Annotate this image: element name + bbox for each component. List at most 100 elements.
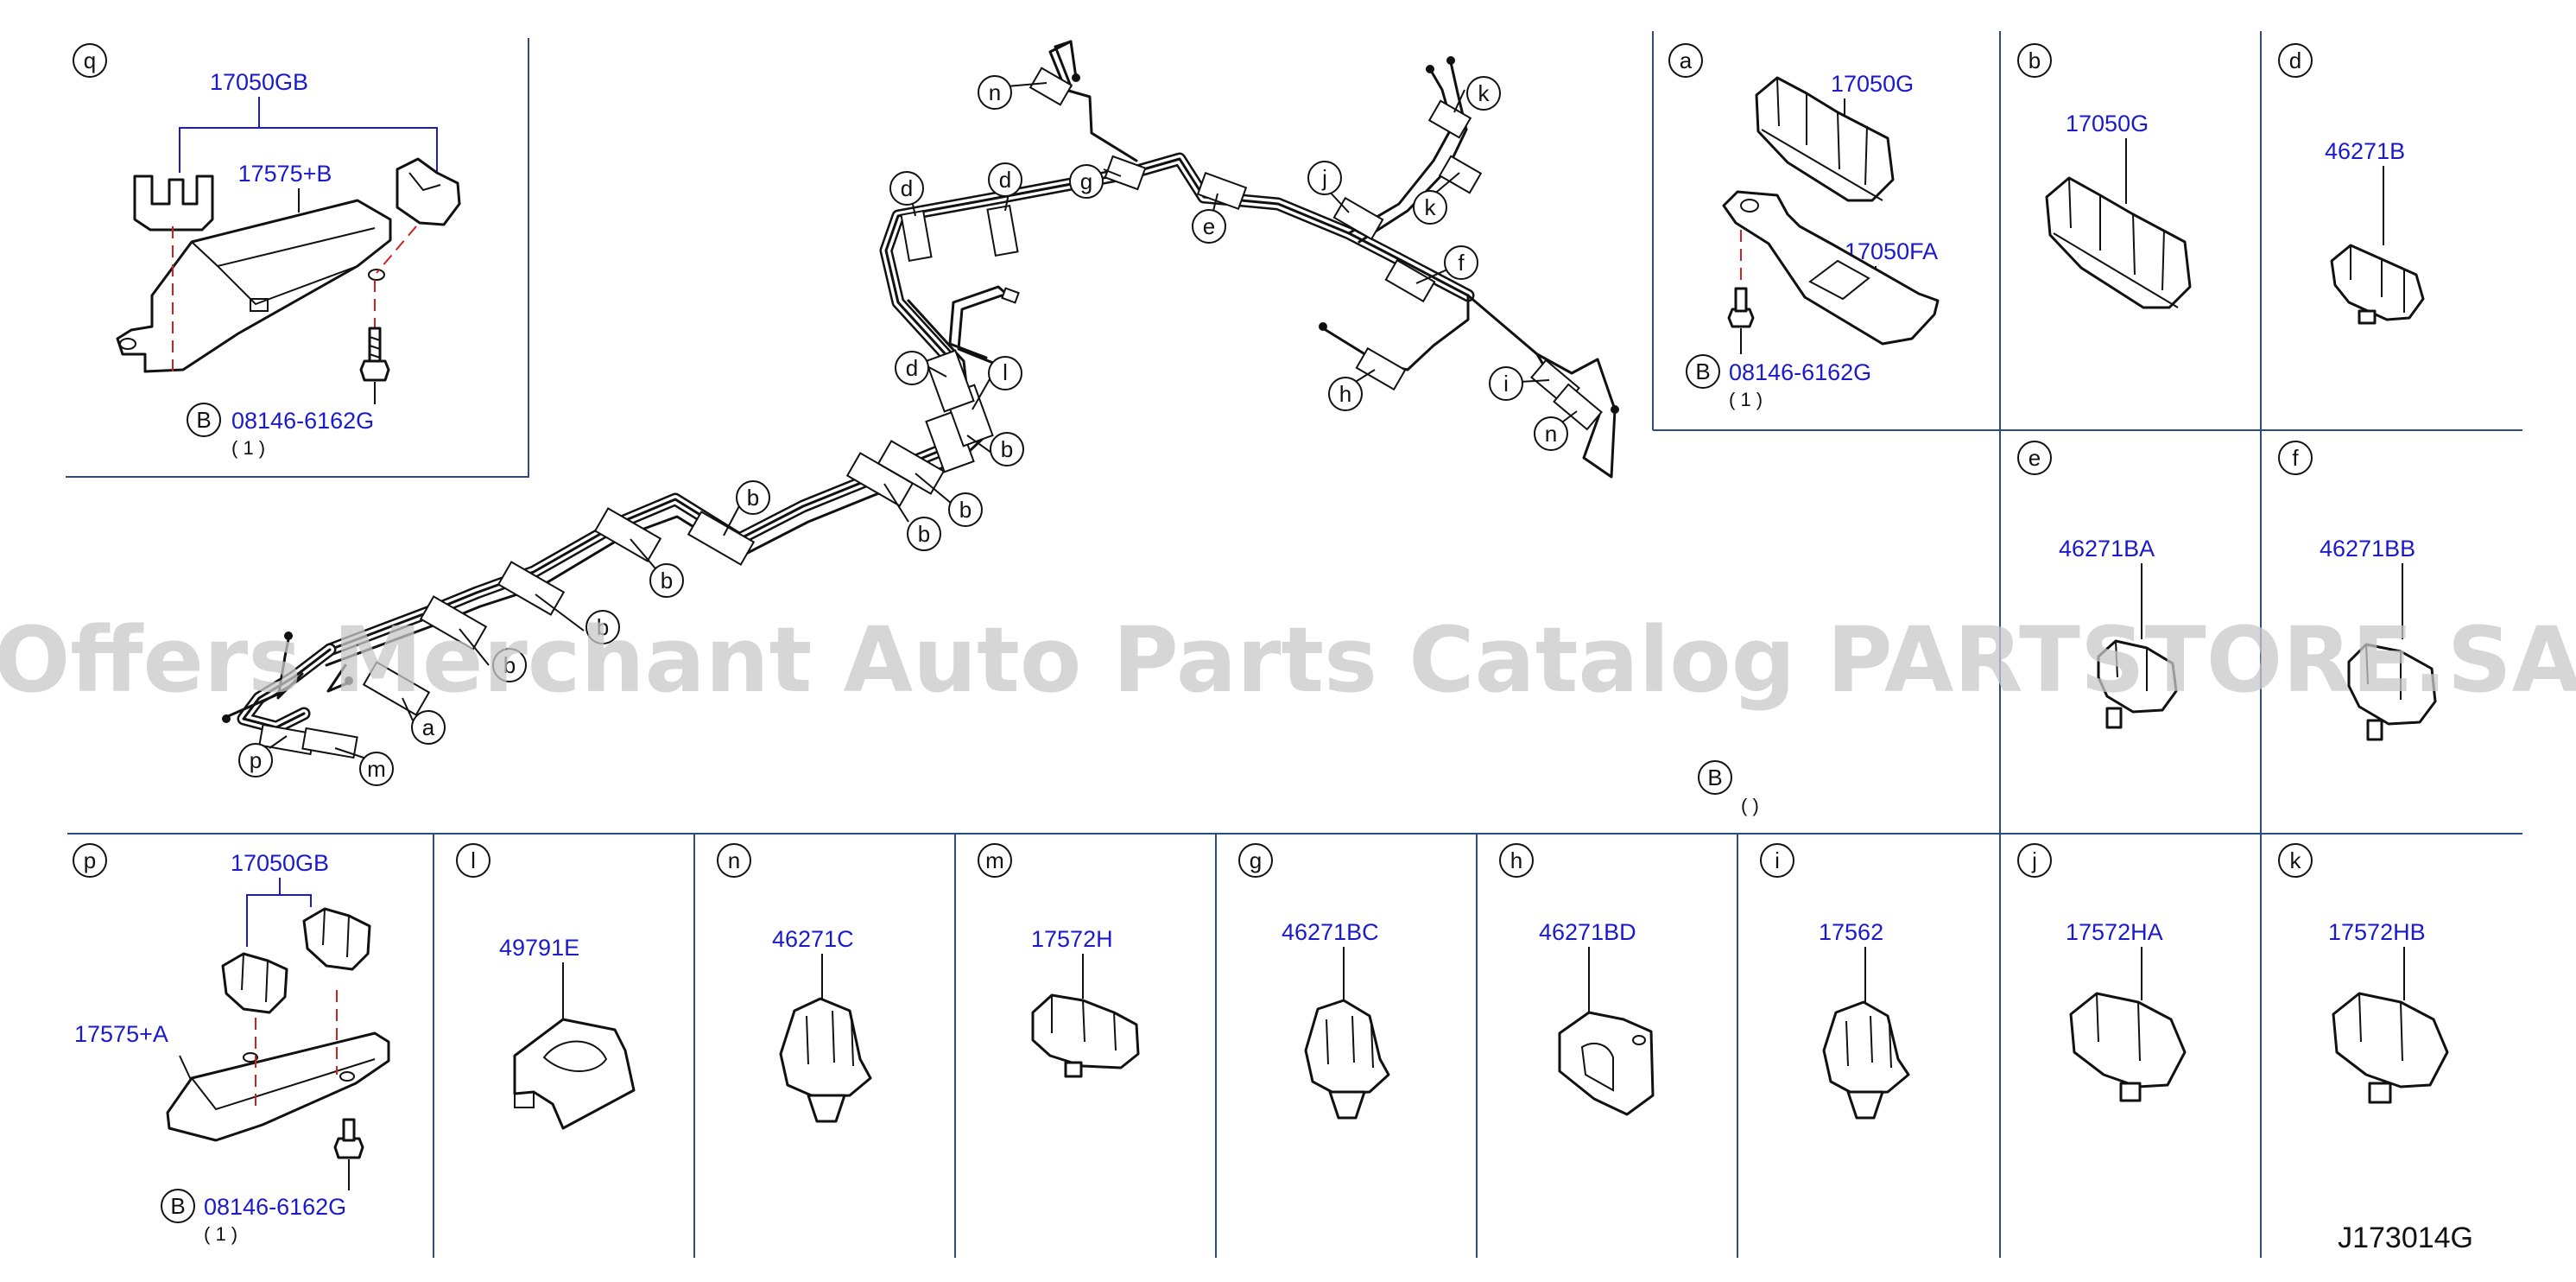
callout-n-right[interactable]: n bbox=[1534, 416, 1568, 451]
svg-text:b: b bbox=[661, 568, 673, 593]
bolt-part-number-p[interactable]: 08146-6162G bbox=[204, 1194, 346, 1220]
svg-text:k: k bbox=[2290, 847, 2302, 873]
part-number-17050G-a[interactable]: 17050G bbox=[1831, 71, 1914, 97]
svg-text:l: l bbox=[1003, 359, 1008, 385]
svg-text:a: a bbox=[1680, 48, 1693, 73]
callout-d-3[interactable]: d bbox=[895, 351, 929, 385]
svg-text:k: k bbox=[1478, 80, 1491, 106]
callout-b-7[interactable]: b bbox=[492, 648, 527, 682]
part-number-49791E[interactable]: 49791E bbox=[499, 935, 579, 961]
panel-j: j 17572HA bbox=[2017, 843, 2187, 1102]
svg-text:B: B bbox=[196, 407, 211, 433]
panel-p: p 17050GB 17575+A B 08146-6162G ( 1 ) bbox=[73, 843, 390, 1245]
svg-text:d: d bbox=[901, 175, 913, 201]
svg-text:b: b bbox=[503, 652, 516, 678]
part-number-46271BD[interactable]: 46271BD bbox=[1539, 919, 1636, 945]
svg-text:h: h bbox=[1339, 381, 1351, 407]
panel-a: a 17050G 17050FA B 08146-6162G ( 1 ) bbox=[1668, 43, 1940, 410]
part-number-46271BB[interactable]: 46271BB bbox=[2320, 536, 2415, 562]
callout-leaders bbox=[269, 82, 1578, 763]
panel-e: e 46271BA bbox=[2017, 441, 2178, 729]
panel-h: h 46271BD bbox=[1499, 843, 1655, 1116]
callout-g-top[interactable]: g bbox=[1069, 164, 1104, 199]
svg-text:b: b bbox=[959, 497, 972, 523]
panel-g: g 46271BC bbox=[1238, 843, 1390, 1120]
callout-b-5[interactable]: b bbox=[649, 563, 684, 598]
svg-text:k: k bbox=[1425, 194, 1437, 220]
part-number-17575-plus-b[interactable]: 17575+B bbox=[238, 161, 332, 187]
panel-m: m 17572H bbox=[978, 843, 1140, 1078]
svg-text:B: B bbox=[170, 1193, 185, 1219]
callout-f[interactable]: f bbox=[1444, 245, 1478, 280]
svg-text:n: n bbox=[989, 79, 1001, 105]
svg-text:j: j bbox=[2031, 847, 2037, 873]
callout-b-2[interactable]: b bbox=[948, 492, 983, 527]
svg-text:l: l bbox=[471, 847, 476, 873]
callout-d-2[interactable]: d bbox=[988, 162, 1022, 197]
callout-a[interactable]: a bbox=[411, 710, 446, 745]
part-number-17572HA[interactable]: 17572HA bbox=[2066, 919, 2163, 945]
callout-i[interactable]: i bbox=[1489, 366, 1523, 401]
panel-f: f 46271BB bbox=[2278, 441, 2437, 741]
svg-text:d: d bbox=[906, 355, 918, 381]
callout-b-1[interactable]: b bbox=[990, 432, 1024, 466]
svg-text:( ): ( ) bbox=[1741, 795, 1759, 816]
svg-text:e: e bbox=[1203, 213, 1215, 239]
callout-m[interactable]: m bbox=[359, 752, 394, 786]
part-number-17050GB-p[interactable]: 17050GB bbox=[231, 850, 329, 876]
svg-text:m: m bbox=[367, 756, 386, 782]
svg-text:( 1 ): ( 1 ) bbox=[204, 1223, 237, 1245]
part-number-46271B[interactable]: 46271B bbox=[2325, 138, 2405, 164]
panel-n: n 46271C bbox=[717, 843, 872, 1123]
part-number-46271BA[interactable]: 46271BA bbox=[2059, 536, 2155, 562]
callout-j[interactable]: j bbox=[1307, 161, 1342, 195]
callout-d-1[interactable]: d bbox=[889, 171, 924, 206]
bolt-reference-main[interactable]: B ( ) bbox=[1698, 760, 1759, 816]
panel-q: q 17050GB 17575+B B 08146-6162G ( 1 ) bbox=[73, 43, 461, 459]
svg-text:B: B bbox=[1695, 359, 1710, 384]
svg-text:f: f bbox=[2292, 445, 2299, 471]
svg-text:d: d bbox=[999, 167, 1011, 193]
part-number-17572H[interactable]: 17572H bbox=[1031, 926, 1113, 952]
svg-text:b: b bbox=[747, 485, 759, 511]
callout-h[interactable]: h bbox=[1328, 377, 1363, 411]
svg-text:n: n bbox=[1545, 421, 1557, 447]
part-number-17562[interactable]: 17562 bbox=[1819, 919, 1883, 945]
bolt-part-number-a[interactable]: 08146-6162G bbox=[1729, 359, 1871, 385]
panel-k: k 17572HB bbox=[2278, 843, 2449, 1104]
svg-text:B: B bbox=[1707, 765, 1722, 790]
diagram-code: J173014G bbox=[2338, 1222, 2473, 1254]
callout-b-4[interactable]: b bbox=[736, 480, 770, 515]
callout-b-3[interactable]: b bbox=[907, 517, 941, 551]
svg-text:e: e bbox=[2029, 445, 2041, 471]
callout-k-2[interactable]: k bbox=[1413, 190, 1447, 225]
part-number-17050G-b[interactable]: 17050G bbox=[2066, 111, 2149, 136]
part-number-17050GB[interactable]: 17050GB bbox=[210, 69, 308, 95]
svg-text:q: q bbox=[84, 48, 96, 73]
svg-text:d: d bbox=[2289, 48, 2301, 73]
part-number-46271C[interactable]: 46271C bbox=[772, 926, 854, 952]
callout-l[interactable]: l bbox=[988, 356, 1022, 390]
callout-e[interactable]: e bbox=[1192, 209, 1226, 244]
svg-text:f: f bbox=[1458, 250, 1465, 276]
svg-text:b: b bbox=[1001, 436, 1013, 462]
part-number-17575-plus-a[interactable]: 17575+A bbox=[74, 1021, 168, 1047]
part-number-17572HB[interactable]: 17572HB bbox=[2328, 919, 2426, 945]
callout-b-6[interactable]: b bbox=[585, 610, 620, 644]
svg-text:b: b bbox=[597, 614, 609, 640]
callout-p[interactable]: p bbox=[238, 743, 273, 777]
callout-n-top[interactable]: n bbox=[978, 75, 1012, 110]
callout-k-1[interactable]: k bbox=[1466, 76, 1501, 111]
bolt-part-number-q[interactable]: 08146-6162G bbox=[231, 408, 374, 434]
panel-i: i 17562 bbox=[1760, 843, 1910, 1120]
svg-text:i: i bbox=[1503, 371, 1509, 397]
svg-text:g: g bbox=[1080, 168, 1092, 194]
panel-d: d 46271B bbox=[2278, 43, 2425, 325]
svg-text:j: j bbox=[1321, 165, 1327, 191]
part-number-46271BC[interactable]: 46271BC bbox=[1282, 919, 1379, 945]
svg-text:m: m bbox=[985, 847, 1004, 873]
svg-text:b: b bbox=[2029, 48, 2041, 73]
svg-text:i: i bbox=[1775, 847, 1780, 873]
svg-text:n: n bbox=[728, 847, 740, 873]
